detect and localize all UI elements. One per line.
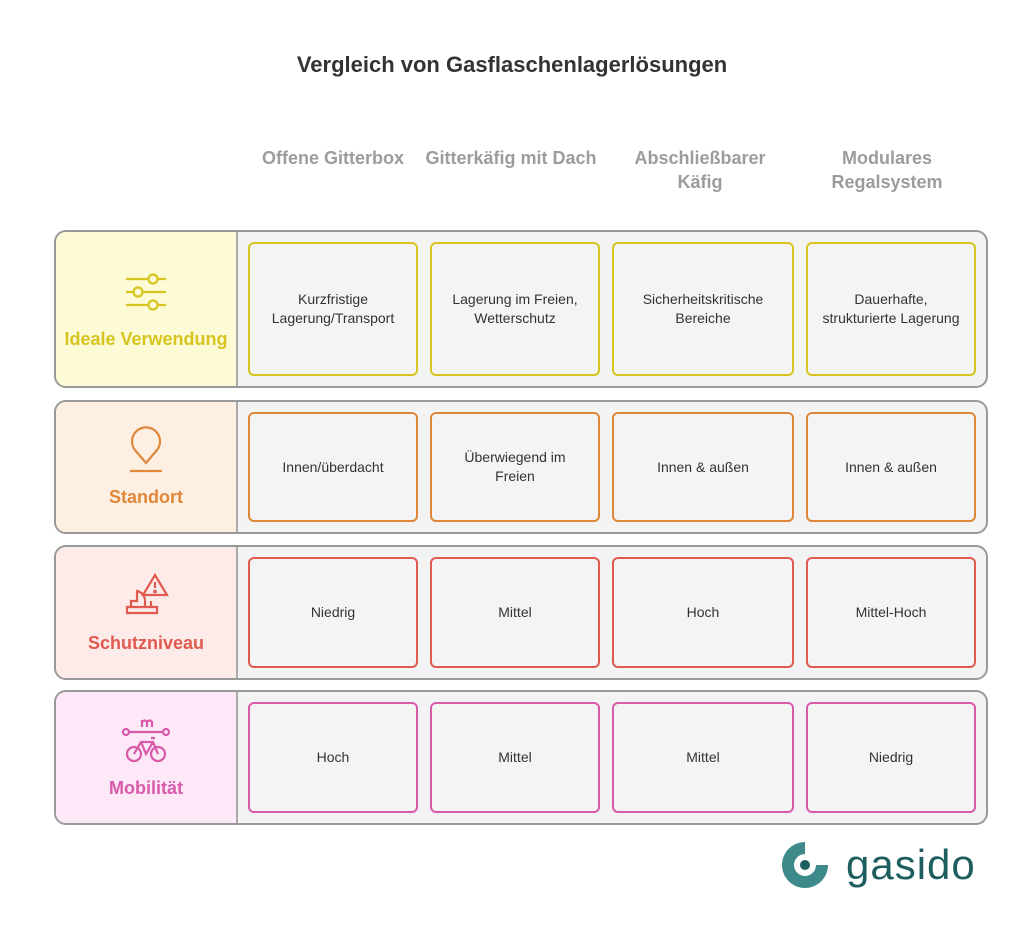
page-title: Vergleich von Gasflaschenlagerlösungen [296,52,728,77]
table-cell: Niedrig [248,557,418,668]
row-0: Ideale Verwendung Kurzfristige Lagerung/… [54,230,988,388]
table-cell: Mittel-Hoch [806,557,976,668]
row-header: Schutzniveau [56,547,238,678]
table-cell: Dauerhafte, strukturierte Lagerung [806,242,976,376]
column-header: Offene Gitterbox [261,148,404,168]
row-label: Standort [109,487,183,507]
table-cell: Kurzfristige Lagerung/Transport [248,242,418,376]
row-header: Ideale Verwendung [56,232,238,386]
table-cell: Innen/überdacht [248,412,418,522]
table-cell: Mittel [612,702,794,813]
sliders-icon [126,273,166,311]
column-header: Abschließbarer Käfig [634,148,766,192]
hazard-warning-icon [125,572,169,614]
table-cell: Hoch [612,557,794,668]
gasido-logo: gasido [778,838,976,892]
gasido-logo-icon [782,842,828,888]
table-cell: Überwiegend im Freien [430,412,600,522]
table-cell: Mittel [430,702,600,813]
row-label: Mobilität [109,777,183,798]
column-header: Modulares Regalsystem [831,148,943,192]
table-cell: Lagerung im Freien, Wetterschutz [430,242,600,376]
table-cell: Mittel [430,557,600,668]
table-cell: Niedrig [806,702,976,813]
column-header: Gitterkäfig mit Dach [425,148,597,168]
row-header: Standort [56,402,238,532]
table-cell: Sicherheitskritische Bereiche [612,242,794,376]
row-header: Mobilität [56,692,238,823]
bicycle-distance-icon [121,718,171,762]
table-cell: Innen & außen [806,412,976,522]
table-cell: Innen & außen [612,412,794,522]
table-cell: Hoch [248,702,418,813]
logo-text: gasido [846,841,976,888]
location-pin-icon [130,426,162,473]
row-label: Ideale Verwendung [64,329,228,349]
row-label: Schutzniveau [87,632,205,653]
